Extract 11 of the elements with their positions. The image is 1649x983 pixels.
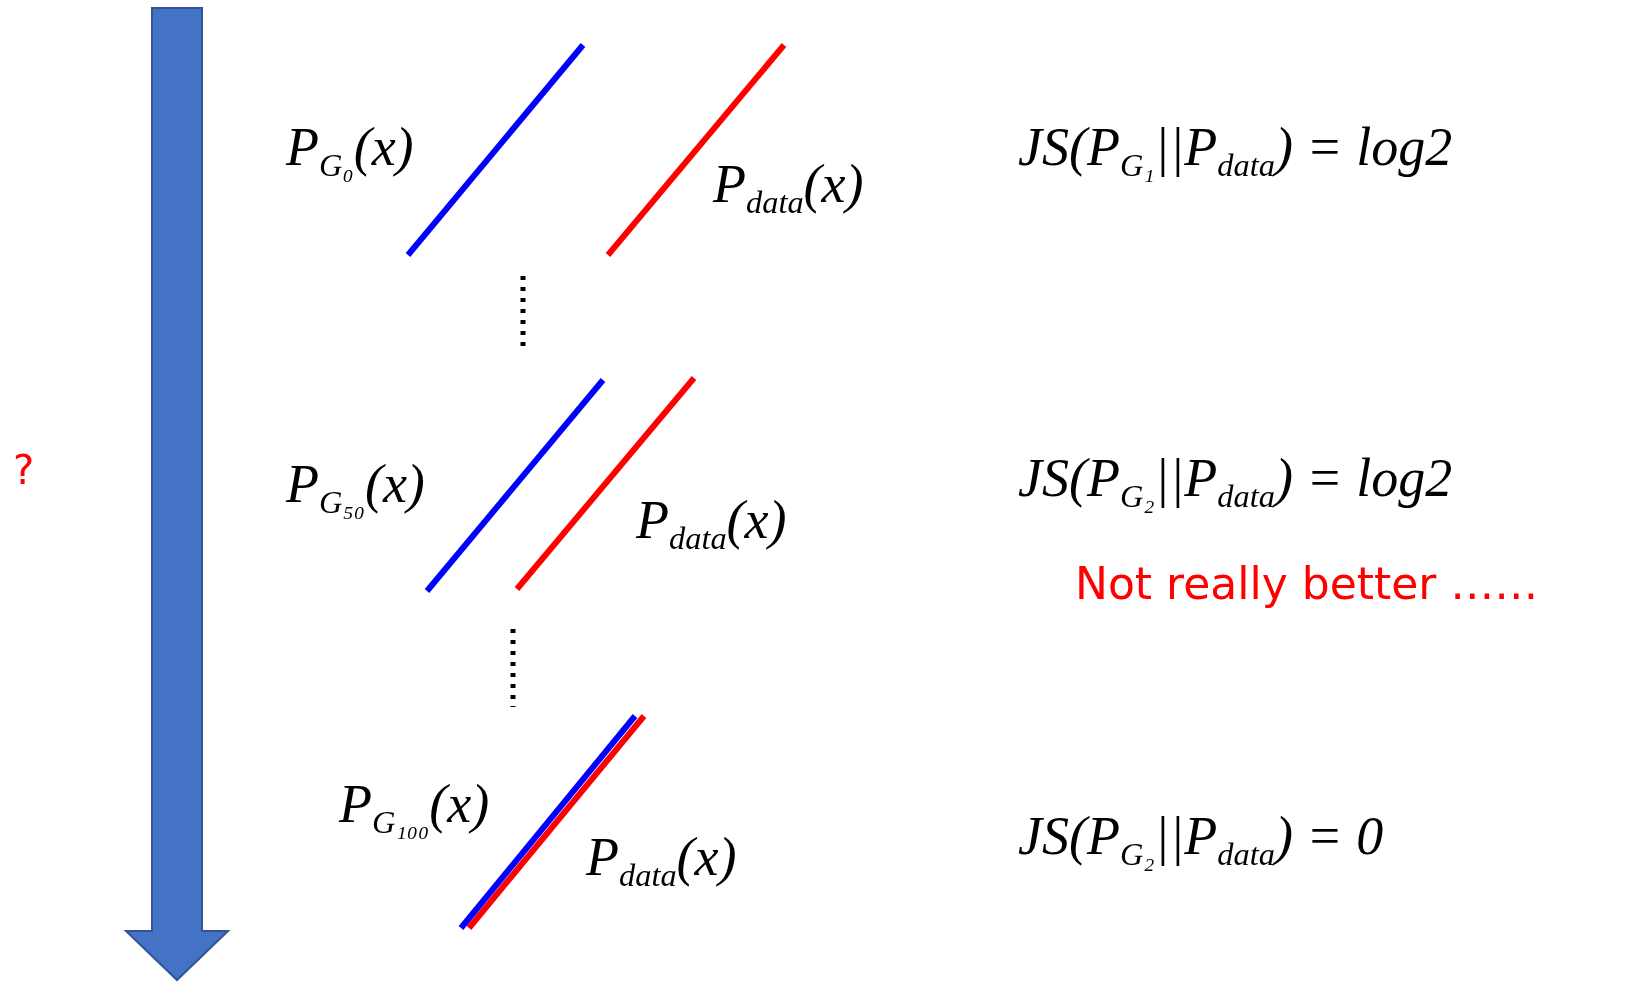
math-label: P$_{G₀}$(x) xyxy=(286,118,414,184)
math-label: P$_{data}$(x) xyxy=(586,828,737,894)
equation-text: JS(P$_{G₂}$||P$_{data}$) = log2 xyxy=(1018,449,1453,515)
equation-text: JS(P$_{G₂}$||P$_{data}$) = 0 xyxy=(1018,807,1384,873)
note-text: Not really better …… xyxy=(1075,560,1539,609)
math-label: P$_{G₅₀}$(x) xyxy=(286,455,425,521)
equation-text: JS(P$_{G₁}$||P$_{data}$) = log2 xyxy=(1018,118,1453,184)
math-label: P$_{data}$(x) xyxy=(713,155,864,221)
math-label: P$_{G₁₀₀}$(x) xyxy=(339,775,490,841)
question-mark: ? xyxy=(13,448,35,492)
math-label: P$_{data}$(x) xyxy=(636,491,787,557)
